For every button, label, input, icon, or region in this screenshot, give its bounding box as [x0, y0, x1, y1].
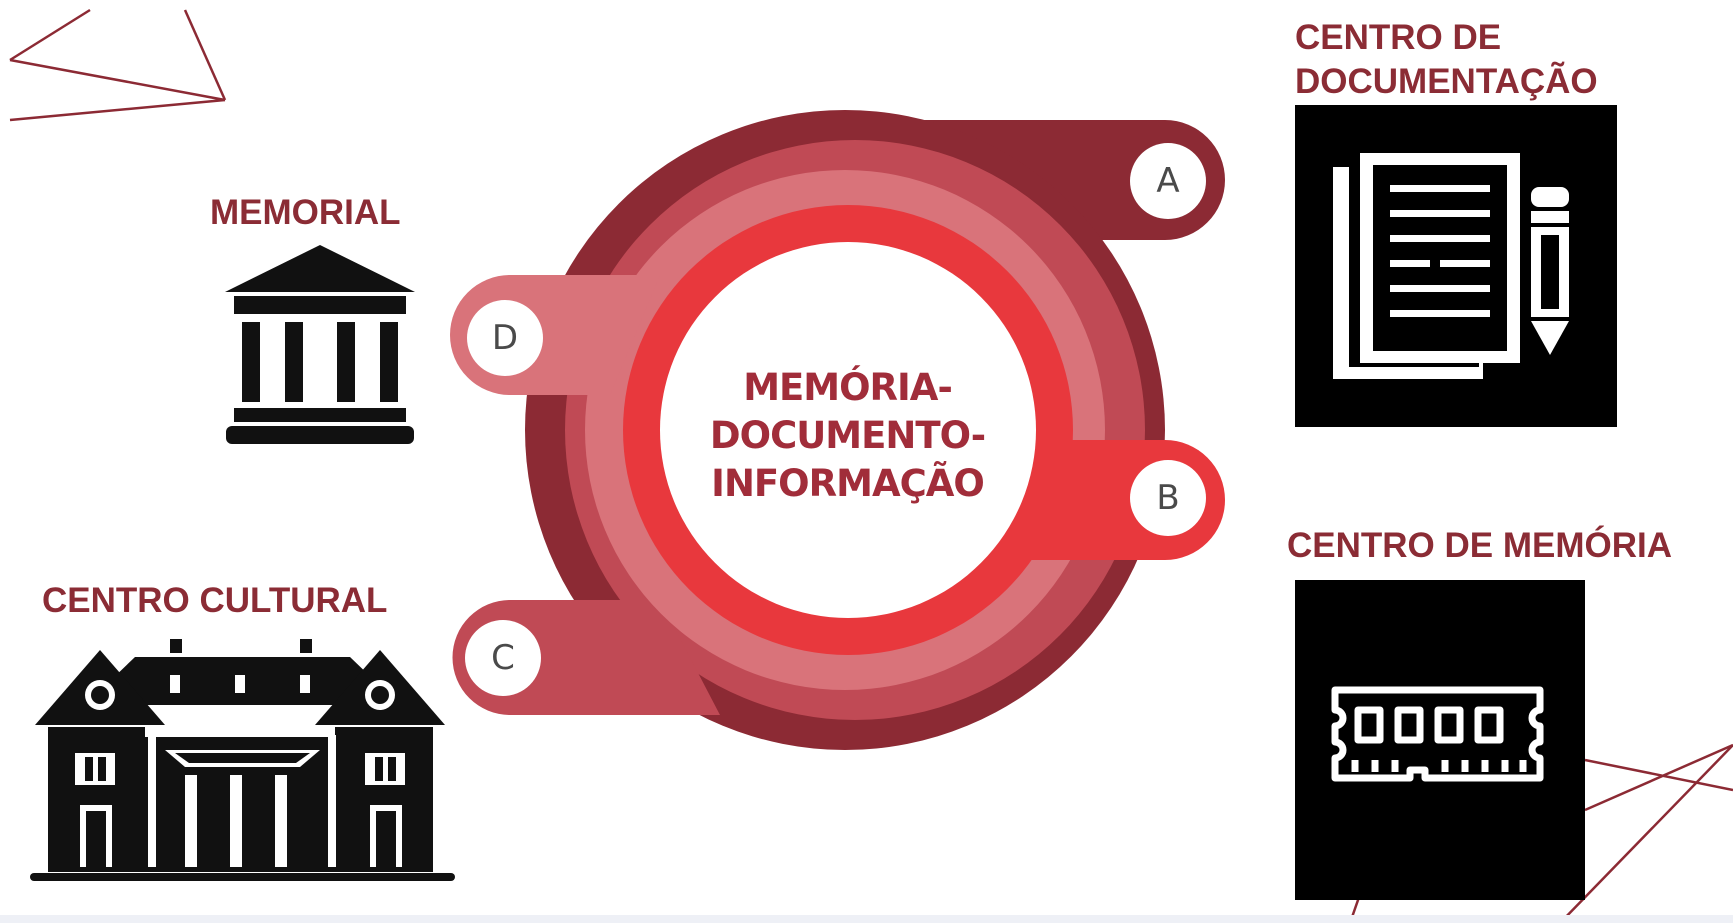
- center-title-line-1: MEMÓRIA-: [743, 366, 953, 409]
- museum-building-icon: [225, 245, 415, 444]
- centro-memoria-label: CENTRO DE MEMÓRIA: [1287, 526, 1672, 565]
- cultural-center-building-icon: [30, 639, 455, 881]
- center-title-line-3: INFORMAÇÃO: [711, 462, 985, 505]
- badge-c: C: [465, 620, 541, 696]
- documents-pencil-icon: [1295, 105, 1617, 427]
- bottom-strip: [0, 915, 1733, 923]
- memory-chip-icon: [1295, 580, 1585, 900]
- centro-documentacao-label-line-1: CENTRO DE: [1295, 18, 1502, 57]
- center-title: MEMÓRIA- DOCUMENTO- INFORMAÇÃO: [660, 364, 1035, 508]
- centro-documentacao-label-line-2: DOCUMENTAÇÃO: [1295, 62, 1598, 101]
- centro-cultural-label: CENTRO CULTURAL: [42, 581, 388, 620]
- memorial-label: MEMORIAL: [210, 193, 401, 232]
- badge-d: D: [467, 300, 543, 376]
- center-title-line-2: DOCUMENTO-: [709, 414, 986, 457]
- badge-a: A: [1130, 143, 1206, 219]
- badge-b: B: [1130, 460, 1206, 536]
